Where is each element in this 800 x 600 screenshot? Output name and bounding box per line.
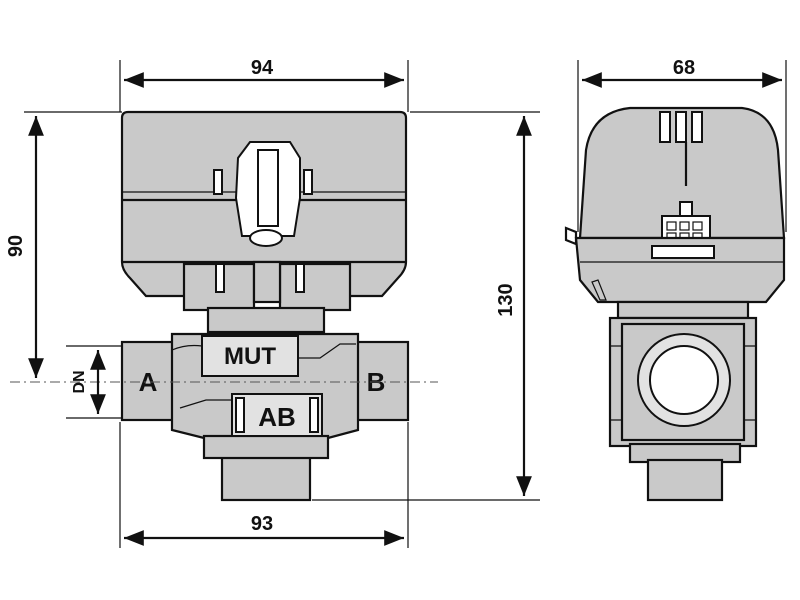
- dim-side-width: 68: [673, 57, 695, 79]
- dim-body-length: 93: [251, 513, 273, 535]
- ab-label: AB: [258, 402, 296, 432]
- coupling-right: [278, 262, 352, 312]
- port-a-pipe: [120, 340, 176, 422]
- front-view: MUT AB A B: [10, 110, 438, 502]
- dim-dn: DN: [71, 370, 88, 393]
- ab-plate: [231, 393, 323, 437]
- dim-actuator-width: 94: [251, 57, 274, 79]
- side-actuator-housing: [578, 106, 786, 240]
- mut-label: MUT: [224, 343, 276, 370]
- side-view: [564, 106, 786, 502]
- side-bottom-port: [646, 458, 724, 502]
- side-dimensions: 68: [577, 57, 787, 232]
- dim-height-to-axis: 90: [5, 235, 27, 257]
- mut-plate: [201, 335, 299, 377]
- port-a-label: A: [139, 367, 158, 397]
- port-circle-inner: [649, 345, 719, 415]
- dim-total-height: 130: [495, 283, 517, 316]
- front-dimensions: 94 93 90 DN 130: [5, 57, 540, 548]
- valve-neck: [206, 306, 326, 334]
- side-lower-housing: [574, 236, 786, 304]
